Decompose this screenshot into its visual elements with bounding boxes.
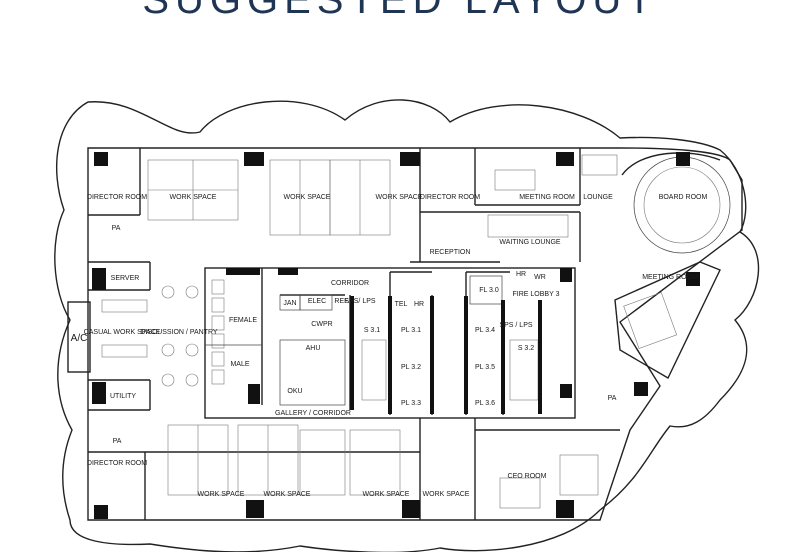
meeting-tables (487, 154, 678, 509)
label-pa-mid: PA (113, 438, 122, 445)
label-meeting-room-right: MEETING ROOM (642, 274, 698, 281)
label-casual-work-space: CASUAL WORK SPACE (84, 329, 161, 336)
label-server: SERVER (111, 275, 140, 282)
structural-columns (92, 152, 700, 519)
label-oku: OKU (287, 388, 302, 395)
label-gallery-corridor: GALLERY / CORRIDOR (275, 410, 351, 417)
label-discussion-pantry: DISCUSSION / PANTRY (140, 329, 217, 336)
label-ceo-room: CEO ROOM (508, 473, 547, 480)
label-ahu: AHU (306, 345, 321, 352)
label-work-space-1: WORK SPACE (170, 194, 217, 201)
label-fire-lobby: FIRE LOBBY 3 (513, 291, 560, 298)
label-male: MALE (230, 361, 249, 368)
label-pl34: PL 3.4 (475, 327, 495, 334)
label-wr: WR (534, 274, 546, 281)
label-tel: TEL (395, 301, 408, 308)
page-title: SUGGESTED LAYOUT (142, 0, 658, 22)
label-hr-core: HR (414, 301, 424, 308)
label-utility: UTILITY (110, 393, 136, 400)
label-meeting-room-top: MEETING ROOM (519, 194, 575, 201)
label-hr-top: HR (516, 271, 526, 278)
label-s32: S 3.2 (518, 345, 534, 352)
core-outline (204, 267, 576, 419)
label-work-space-5: WORK SPACE (264, 491, 311, 498)
label-pl31: PL 3.1 (401, 327, 421, 334)
label-waiting-lounge: WAITING LOUNGE (499, 239, 561, 246)
label-female: FEMALE (229, 317, 257, 324)
label-corridor: CORRIDOR (331, 280, 369, 287)
label-work-space-6: WORK SPACE (363, 491, 410, 498)
building-outline (87, 147, 743, 521)
pantry-tables (101, 285, 199, 387)
label-fl: FL 3.0 (479, 287, 499, 294)
label-elec: ELEC (308, 298, 326, 305)
board-room-ring (633, 156, 731, 254)
label-pa-right: PA (608, 395, 617, 402)
label-director-room-mid: DIRECTOR ROOM (420, 194, 480, 201)
label-director-room-top: DIRECTOR ROOM (87, 194, 147, 201)
label-jan: JAN (283, 300, 296, 307)
label-director-room-bottom: DIRECTOR ROOM (87, 460, 147, 467)
label-reception: RECEPTION (430, 249, 471, 256)
ac-box (67, 301, 91, 373)
label-ac: A/C (71, 333, 88, 344)
label-pl33: PL 3.3 (401, 400, 421, 407)
label-pl32: PL 3.2 (401, 364, 421, 371)
label-lounge: LOUNGE (583, 194, 613, 201)
label-pl35: PL 3.5 (475, 364, 495, 371)
label-sps-lps-right: SPS / LPS (499, 322, 532, 329)
label-cwpr: CWPR (311, 321, 332, 328)
workstations (147, 159, 401, 496)
label-ref: REF. (334, 298, 349, 305)
label-work-space-2: WORK SPACE (284, 194, 331, 201)
label-sps-lps-left: SPS/ LPS (344, 298, 375, 305)
label-s31: S 3.1 (364, 327, 380, 334)
label-work-space-3: WORK SPACE (376, 194, 423, 201)
label-pl36: PL 3.6 (475, 400, 495, 407)
label-work-space-4: WORK SPACE (198, 491, 245, 498)
label-work-space-7: WORK SPACE (423, 491, 470, 498)
label-board-room: BOARD ROOM (659, 194, 708, 201)
toilet-stalls (205, 279, 262, 385)
label-pa-top: PA (112, 225, 121, 232)
outer-boundary (54, 99, 760, 552)
